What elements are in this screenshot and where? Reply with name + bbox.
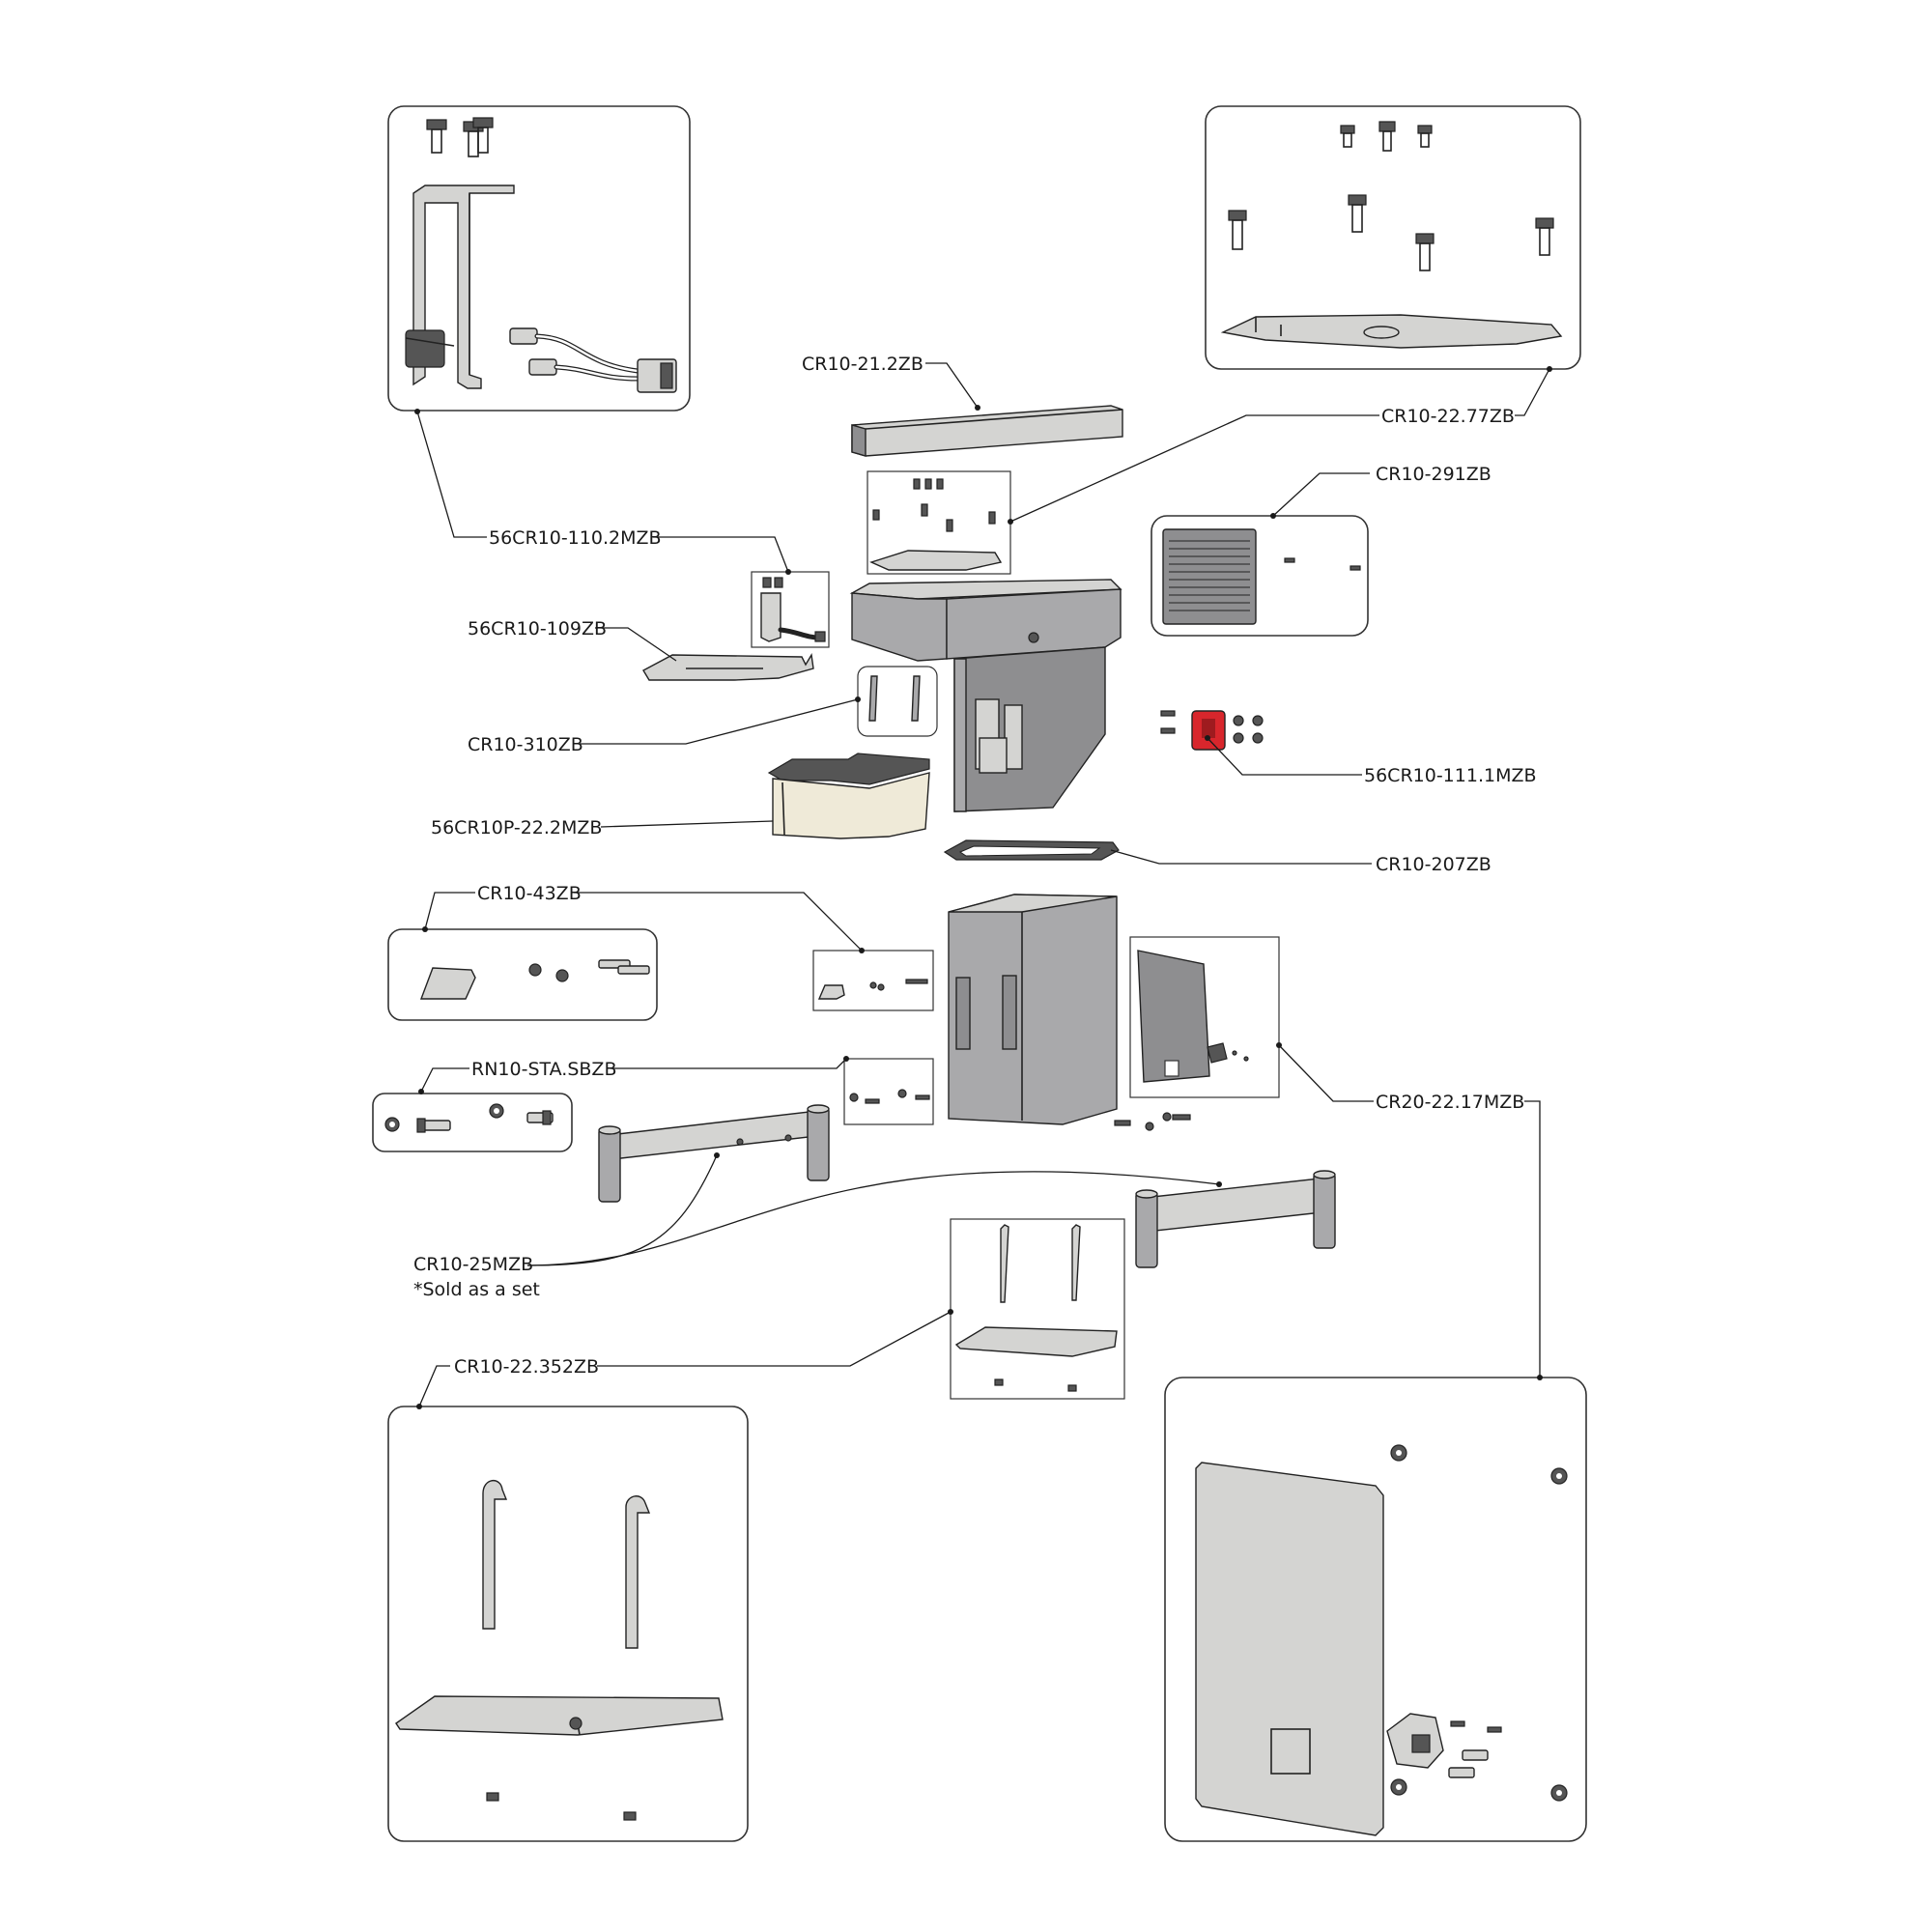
detail-panel-top-plate [1205,105,1581,370]
mini-box-rear-panel [1129,936,1280,1098]
part-label-cr10-291zb: CR10-291ZB [1376,464,1492,485]
handles-part [857,666,938,737]
leg-frame-left [598,1104,830,1203]
leader-dots [414,366,1552,1409]
hopper-part [767,753,930,839]
part-label-cr10-43zb: CR10-43ZB [477,883,582,904]
part-label-cr10-22-352zb: CR10-22.352ZB [454,1356,599,1378]
leg-frame-right [1135,1170,1336,1268]
leader-lines [416,362,1550,1407]
loose-screws [1114,1112,1191,1131]
grille-panel [1151,515,1369,637]
detail-panel-switch-bracket [387,105,691,412]
switch-icon [405,329,445,368]
screw-icon [1228,121,1554,271]
part-label-cr10-207zb: CR10-207ZB [1376,854,1492,875]
detail-panel-hardware [372,1093,573,1152]
part-label-56cr10p-22-2mzb: 56CR10P-22.2MZB [431,817,602,838]
part-label-sold-as-set: *Sold as a set [413,1279,540,1300]
part-label-cr20-22-17mzb: CR20-22.17MZB [1376,1092,1524,1113]
red-switch-part [1160,710,1264,751]
detail-panel-latch [387,928,658,1021]
mini-box-hardware [843,1058,934,1125]
part-labels: CR10-21.2ZB CR10-22.77ZB CR10-291ZB 56CR… [413,354,1537,1378]
gasket-part [943,839,1120,861]
part-label-56cr10-109zb: 56CR10-109ZB [468,618,607,639]
part-label-cr10-22-77zb: CR10-22.77ZB [1381,406,1515,427]
part-label-rn10-sta-sbzb: RN10-STA.SBZB [471,1059,617,1080]
part-label-56cr10-110-2mzb: 56CR10-110.2MZB [489,527,662,549]
mini-box-top-plate [867,470,1011,575]
part-label-cr10-21-2zb: CR10-21.2ZB [802,354,923,375]
wire-harness-icon [509,327,677,393]
lower-housing [948,894,1118,1125]
mini-box-switch-bracket [751,571,830,648]
detail-panel-base-plate [387,1406,749,1842]
screw-icon [872,478,996,532]
screw-icon [426,117,494,157]
part-label-cr10-310zb: CR10-310ZB [468,734,583,755]
upper-housing [849,579,1122,812]
bracket-icon [412,185,515,389]
part-label-56cr10-111-1mzb: 56CR10-111.1MZB [1364,765,1537,786]
detail-panel-rear-panel [1164,1377,1587,1842]
mini-box-latch [812,950,934,1011]
tray-part [642,652,814,681]
top-cover [851,405,1123,457]
part-label-cr10-25mzb: CR10-25MZB [413,1254,533,1275]
mini-box-base-plate [950,1218,1125,1400]
